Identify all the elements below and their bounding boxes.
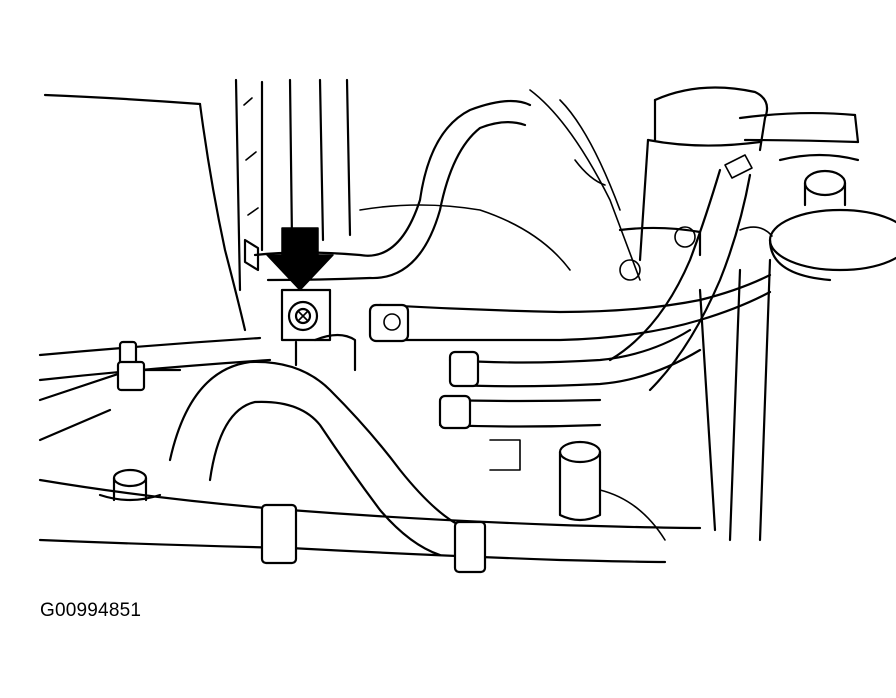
figure-caption-id: G00994851 — [40, 600, 142, 621]
down-arrow-icon — [266, 227, 334, 291]
left-vertical-tubes — [43, 78, 352, 332]
right-caps — [768, 153, 896, 282]
right-hoses — [608, 154, 773, 542]
reservoir — [618, 86, 860, 281]
background-outlines — [359, 89, 666, 541]
connector-icon — [280, 288, 357, 372]
bottom-canister — [98, 440, 602, 522]
lower-left-tubes — [38, 336, 702, 564]
center-hoses — [368, 273, 772, 430]
curved-pipe — [168, 360, 487, 574]
